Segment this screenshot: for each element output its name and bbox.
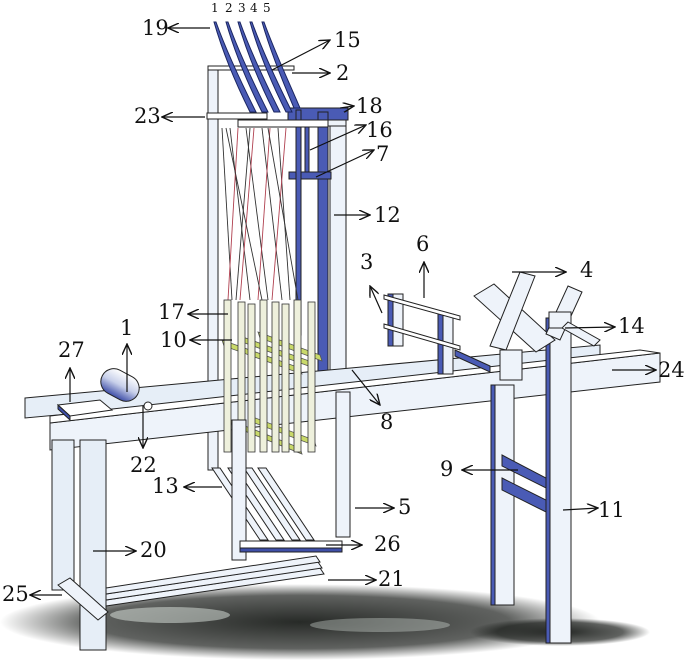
- label-4: 4: [580, 258, 594, 282]
- label-18: 18: [356, 94, 383, 118]
- label-13: 13: [152, 474, 179, 498]
- lamms: [211, 467, 315, 541]
- label-14: 14: [618, 314, 645, 338]
- label-15: 15: [334, 28, 361, 52]
- label-27: 27: [58, 338, 85, 362]
- label-9: 9: [440, 457, 454, 481]
- label-19: 19: [142, 16, 169, 40]
- label-8: 8: [380, 410, 394, 434]
- callout-arrows: [30, 28, 656, 595]
- label-11: 11: [598, 498, 625, 522]
- label-17: 17: [158, 300, 185, 324]
- label-6: 6: [416, 232, 430, 256]
- label-3: 3: [360, 250, 374, 274]
- label-5: 5: [398, 495, 412, 519]
- label-25: 25: [2, 582, 29, 606]
- label-1: 1: [120, 316, 134, 340]
- label-22: 22: [130, 453, 157, 477]
- heddle-number-1: 1: [211, 1, 219, 15]
- label-21: 21: [378, 567, 405, 591]
- back-legs: [490, 317, 572, 644]
- label-7: 7: [376, 142, 390, 166]
- heddle-number-3: 3: [238, 1, 246, 15]
- label-24: 24: [658, 358, 685, 382]
- label-16: 16: [366, 118, 393, 142]
- heddle-number-4: 4: [250, 1, 258, 15]
- label-2: 2: [336, 61, 350, 85]
- floor-shadow: [0, 584, 650, 660]
- label-12: 12: [374, 203, 401, 227]
- label-26: 26: [374, 532, 401, 556]
- label-23: 23: [134, 104, 161, 128]
- label-10: 10: [160, 328, 187, 352]
- warp-rack: [383, 293, 491, 375]
- warp-threads: [221, 127, 299, 301]
- heddle-number-5: 5: [263, 1, 271, 15]
- front-legs: [51, 439, 109, 651]
- heddle-shafts: [221, 299, 323, 455]
- label-20: 20: [140, 538, 167, 562]
- heddle-number-2: 2: [225, 1, 233, 15]
- cloth-roller: [56, 368, 153, 422]
- batten: [231, 391, 351, 561]
- treadles: [105, 555, 325, 607]
- warp-reel: [473, 271, 601, 381]
